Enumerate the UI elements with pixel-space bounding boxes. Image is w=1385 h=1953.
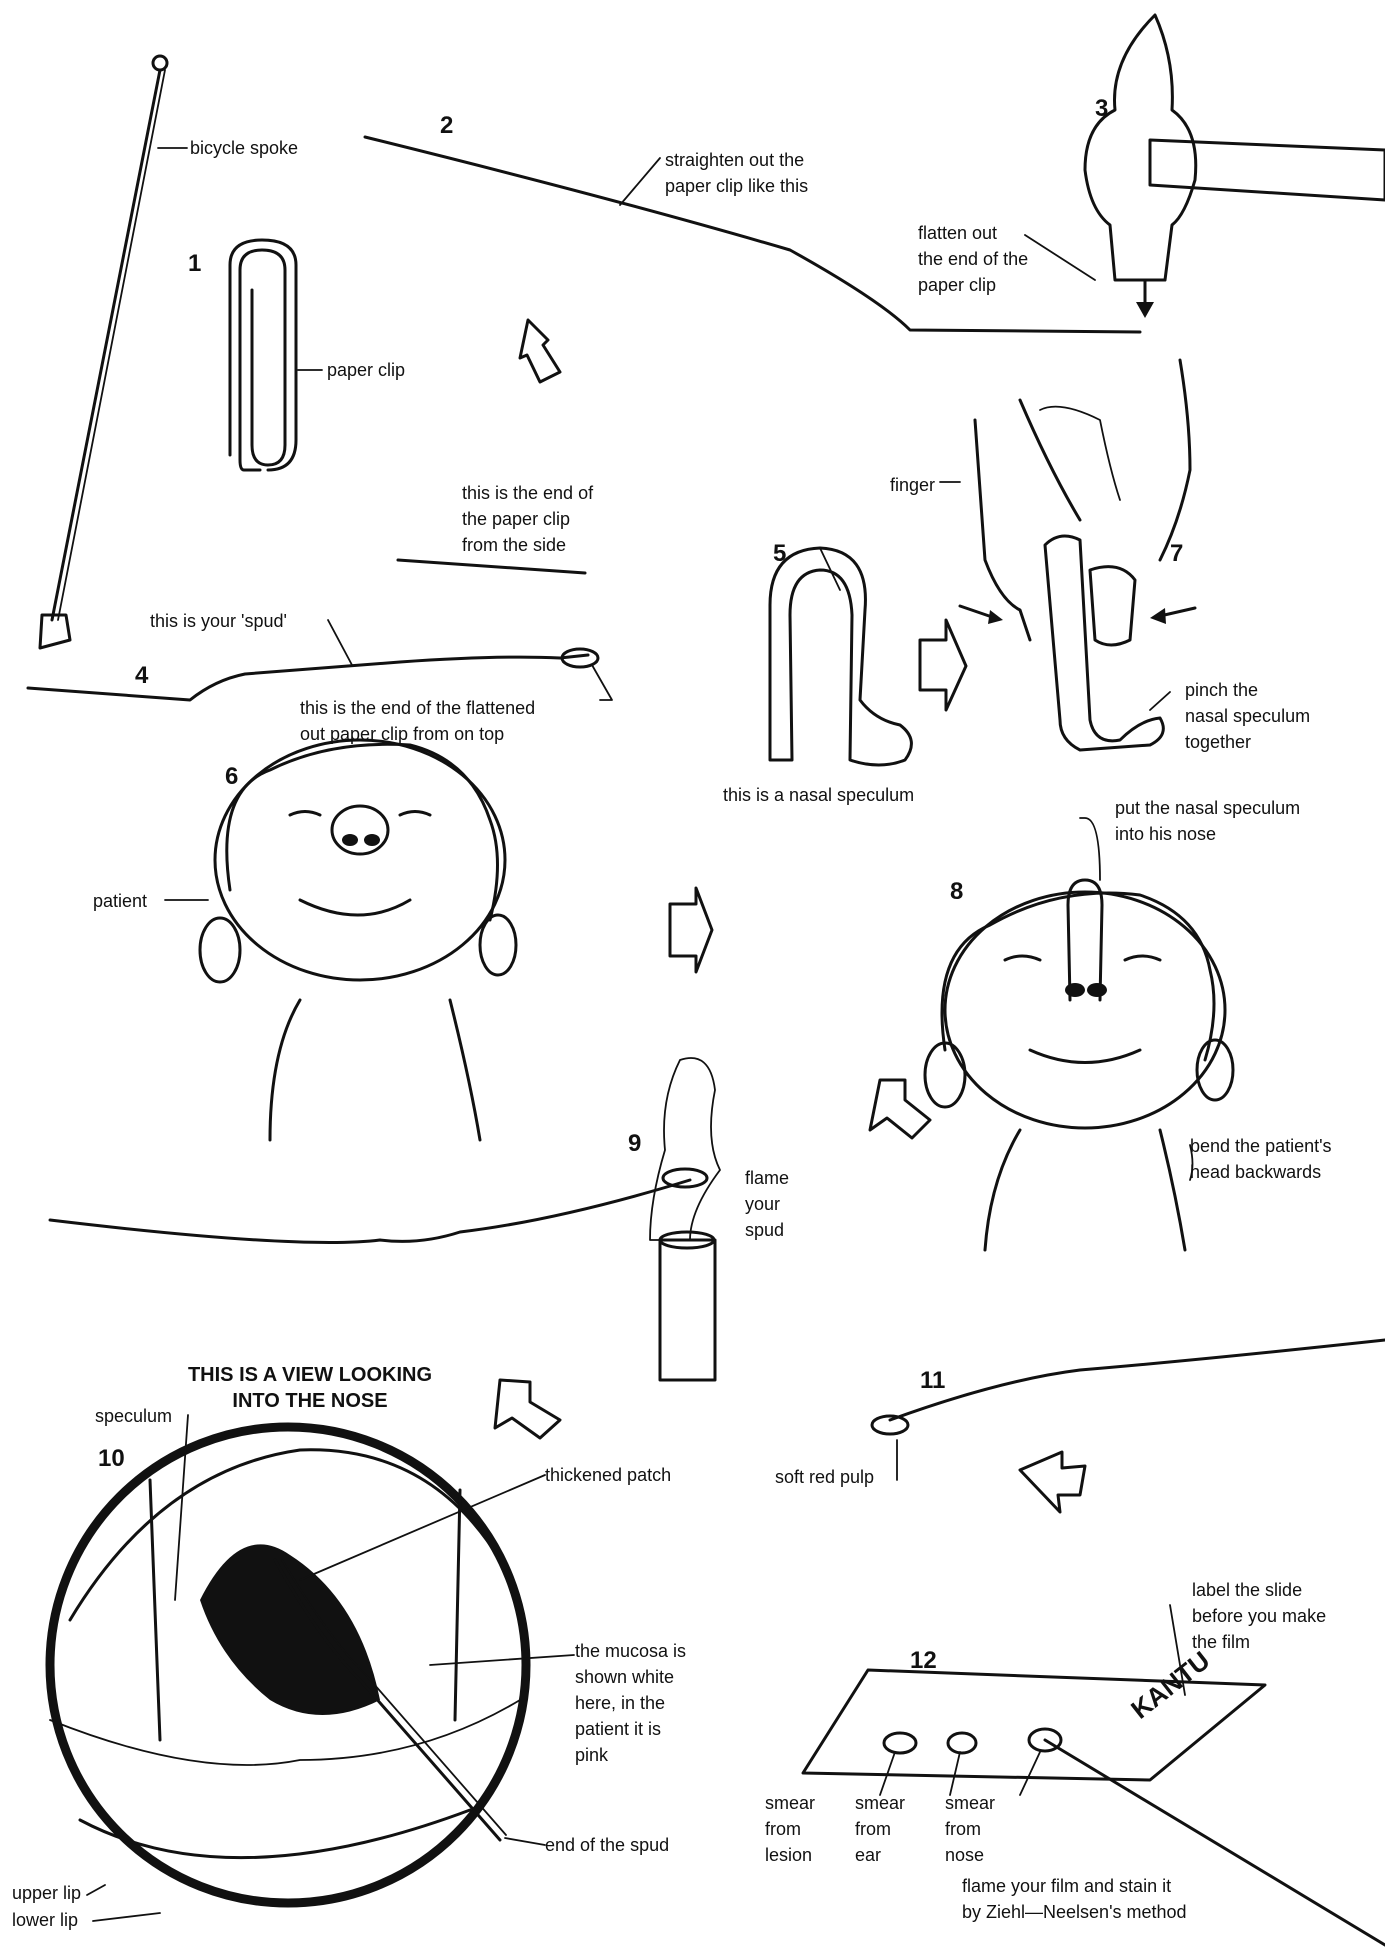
arrow-5-7-icon — [920, 620, 966, 710]
nose-view-heading: THIS IS A VIEW LOOKING INTO THE NOSE — [160, 1362, 460, 1414]
step-number-2: 2 — [440, 112, 453, 140]
label-smear-ear: smear from ear — [855, 1790, 905, 1868]
label-pinch-speculum: pinch the nasal speculum together — [1185, 677, 1310, 755]
step-number-3: 3 — [1095, 95, 1108, 123]
patient-head-6 — [165, 740, 516, 1140]
label-soft-red-pulp: soft red pulp — [775, 1464, 874, 1490]
spud-with-pulp — [872, 1340, 1385, 1480]
step-number-6: 6 — [225, 763, 238, 791]
arrow-9-10-icon — [495, 1380, 560, 1438]
step-number-1: 1 — [188, 250, 201, 278]
arrow-1-2-icon — [520, 320, 560, 382]
label-flatten-end: flatten out the end of the paper clip — [918, 220, 1028, 298]
label-mucosa: the mucosa is shown white here, in the p… — [575, 1638, 686, 1768]
label-speculum: speculum — [95, 1403, 172, 1429]
label-straighten-clip: straighten out the paper clip like this — [665, 147, 808, 199]
label-end-of-spud: end of the spud — [545, 1832, 669, 1858]
label-paper-clip: paper clip — [327, 357, 405, 383]
label-flame-and-stain: flame your film and stain it by Ziehl—Ne… — [962, 1873, 1187, 1925]
label-nasal-speculum: this is a nasal speculum — [723, 782, 914, 808]
label-smear-lesion: smear from lesion — [765, 1790, 815, 1868]
hand-pinching-speculum — [940, 360, 1195, 750]
label-end-from-side: this is the end of the paper clip from t… — [462, 480, 593, 558]
step-number-5: 5 — [773, 540, 786, 568]
label-your-spud: this is your 'spud' — [150, 608, 287, 634]
label-upper-lip: upper lip — [12, 1880, 81, 1906]
slide-label-text: KANTU — [1125, 1645, 1215, 1725]
flaming-spud — [50, 1058, 720, 1380]
arrow-6-8-icon — [670, 888, 712, 972]
label-label-the-slide: label the slide before you make the film — [1192, 1577, 1326, 1655]
nasal-speculum — [770, 548, 911, 765]
label-smear-nose: smear from nose — [945, 1790, 995, 1868]
label-patient: patient — [93, 888, 147, 914]
label-lower-lip: lower lip — [12, 1907, 78, 1933]
bicycle-spoke — [40, 56, 187, 648]
step-number-9: 9 — [628, 1130, 641, 1158]
label-finger: finger — [890, 472, 935, 498]
step-number-12: 12 — [910, 1647, 937, 1675]
paper-clip — [230, 240, 322, 470]
label-end-from-top: this is the end of the flattened out pap… — [300, 695, 535, 747]
nose-view — [50, 1415, 574, 1921]
step-number-11: 11 — [920, 1367, 945, 1395]
label-bend-head: bend the patient's head backwards — [1190, 1133, 1332, 1185]
label-put-speculum: put the nasal speculum into his nose — [1115, 795, 1300, 847]
label-bicycle-spoke: bicycle spoke — [190, 135, 298, 161]
paper-clip-end-side — [398, 560, 585, 573]
hammer — [1025, 15, 1385, 318]
step-number-10: 10 — [98, 1445, 125, 1473]
label-thickened-patch: thickened patch — [545, 1462, 671, 1488]
arrow-11-12-icon — [1020, 1452, 1085, 1512]
step-number-7: 7 — [1170, 540, 1183, 568]
spud — [28, 620, 612, 700]
label-flame-spud: flame your spud — [745, 1165, 789, 1243]
step-number-4: 4 — [135, 662, 148, 690]
patient-head-8 — [925, 818, 1233, 1250]
arrow-8-9-icon — [870, 1080, 930, 1138]
step-number-8: 8 — [950, 878, 963, 906]
